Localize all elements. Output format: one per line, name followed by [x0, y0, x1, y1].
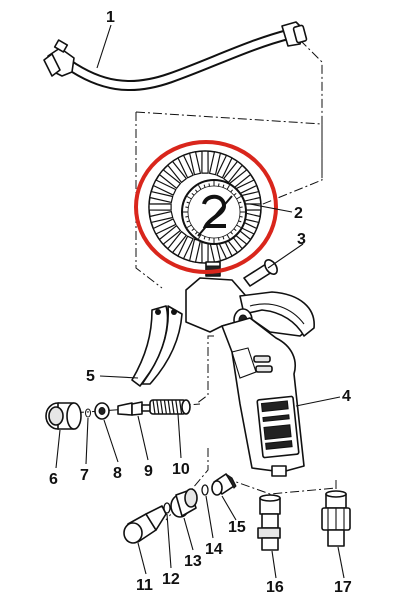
dial-tick: [226, 234, 230, 240]
gauge-fin: [188, 151, 202, 176]
gauge-fin: [149, 190, 174, 204]
dial-tick: [230, 231, 233, 235]
gauge-fin: [148, 203, 172, 211]
part-2-gauge: [148, 150, 262, 277]
label-part-12: 12: [162, 571, 180, 588]
part-8-washer: [94, 402, 110, 420]
spring-coil: [156, 399, 160, 415]
dial-tick: [208, 183, 210, 187]
gauge-fin: [177, 154, 194, 179]
dial-tick: [238, 220, 242, 223]
gauge-fin: [201, 150, 209, 174]
dial-tick: [218, 237, 220, 241]
dial-tick: [218, 183, 220, 187]
gauge-fin: [166, 160, 188, 184]
spring-coil: [171, 399, 175, 415]
label-part-11: 11: [136, 577, 153, 594]
part-12-o-ring: [163, 502, 171, 514]
dial-tick: [239, 206, 243, 208]
gauge-fin: [208, 151, 222, 176]
gauge-fin: [158, 224, 182, 246]
gauge-fin: [149, 210, 174, 224]
gauge-fin: [222, 160, 244, 184]
highlight-ring: [134, 140, 278, 274]
part-1-hose: [43, 21, 308, 92]
dial-tick: [208, 237, 210, 241]
dial-tick: [191, 193, 195, 196]
dial-tick: [198, 184, 202, 190]
gauge-fin: [216, 154, 233, 179]
label-part-4: 4: [342, 388, 351, 405]
spring-coil: [152, 399, 156, 415]
dial-tick: [186, 224, 192, 228]
label-part-16: 16: [266, 579, 284, 596]
part-17-coupler: [321, 490, 351, 547]
label-part-17: 17: [334, 579, 352, 596]
dial-tick: [203, 236, 206, 240]
part-6-nut: [45, 402, 82, 430]
label-part-13: 13: [184, 553, 202, 570]
label-part-3: 3: [297, 231, 306, 248]
dial-tick: [186, 196, 192, 200]
spring-coil: [179, 399, 183, 415]
part-14-o-ring: [201, 484, 209, 496]
gauge-fin: [158, 168, 182, 190]
gauge-fin: [166, 230, 188, 254]
label-part-14: 14: [205, 541, 223, 558]
dial-tick: [195, 231, 198, 235]
dial-tick: [203, 184, 206, 188]
dial-tick: [233, 228, 237, 231]
dial-tick: [186, 201, 190, 204]
label-part-15: 15: [228, 519, 246, 536]
label-part-8: 8: [113, 465, 122, 482]
dial-tick: [222, 184, 225, 188]
dial-tick: [236, 196, 242, 200]
label-part-7: 7: [80, 467, 89, 484]
dial-tick: [185, 216, 189, 218]
dial-tick: [198, 234, 202, 240]
dial-tick: [195, 189, 198, 193]
label-part-6: 6: [49, 471, 58, 488]
part-7-o-ring: [85, 408, 91, 418]
dial-tick: [185, 206, 189, 208]
spring-coil: [160, 399, 164, 415]
part-11-push-button: [123, 505, 167, 544]
part-5-spring-clip: [131, 305, 183, 387]
part-13-bushing: [170, 488, 198, 518]
dial-tick: [238, 201, 242, 204]
part-16-coupler: [257, 494, 281, 551]
part-10-spring: [149, 399, 191, 415]
label-part-5: 5: [86, 368, 95, 385]
leader-lines: [55, 24, 345, 579]
dial-tick: [239, 216, 243, 218]
spring-coil: [167, 399, 171, 415]
label-part-10: 10: [172, 461, 190, 478]
label-part-1: 1: [106, 9, 115, 26]
dial-tick: [186, 220, 190, 223]
spring-coil: [163, 399, 167, 415]
gauge-fin: [152, 218, 177, 235]
gauge-fin: [152, 179, 177, 196]
label-part-2: 2: [294, 205, 303, 222]
dial-tick: [191, 228, 195, 231]
gauge-fin: [177, 235, 194, 260]
dial-tick: [230, 189, 233, 193]
part-4-gun-body: [185, 277, 315, 477]
dial-tick: [236, 224, 242, 228]
dial-tick: [226, 184, 230, 190]
dial-tick: [233, 193, 237, 196]
part-15-valve-seat: [211, 473, 237, 496]
part-labels: 1 2 3 4 5 6 7 8 9 10 11 12 13 14 15 16 1…: [49, 9, 352, 596]
part-3-screw: [243, 259, 278, 287]
label-part-9: 9: [144, 463, 153, 480]
spring-coil: [175, 399, 179, 415]
dial-tick: [222, 236, 225, 240]
